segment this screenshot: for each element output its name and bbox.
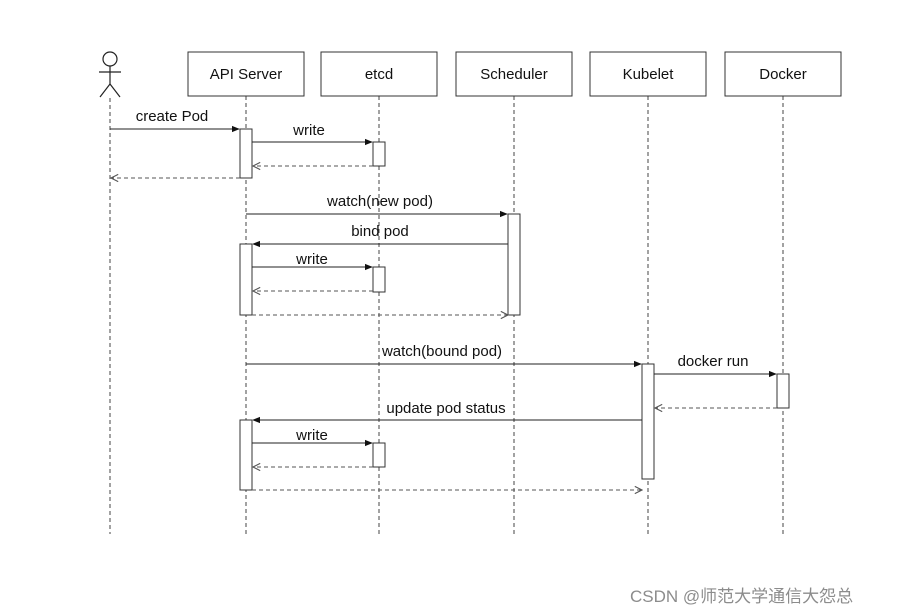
participant-label: API Server bbox=[210, 66, 283, 83]
activation-api-server-2 bbox=[239, 243, 253, 316]
message-label: watch(new pod) bbox=[326, 193, 433, 210]
participant-label: Docker bbox=[759, 66, 807, 83]
message-label: watch(bound pod) bbox=[381, 343, 502, 360]
participant-docker: Docker bbox=[724, 51, 842, 97]
message-label: update pod status bbox=[386, 400, 505, 417]
activation-scheduler bbox=[507, 213, 521, 316]
message-update-pod-status: update pod status bbox=[252, 400, 642, 424]
activation-etcd-1 bbox=[372, 141, 386, 167]
participant-kubelet: Kubelet bbox=[589, 51, 707, 97]
participant-label: Scheduler bbox=[480, 66, 548, 83]
activation-etcd-3 bbox=[372, 442, 386, 468]
message-watch-bound-pod: watch(bound pod) bbox=[246, 343, 642, 368]
participant-api-server: API Server bbox=[187, 51, 305, 97]
message-label: write bbox=[292, 122, 325, 139]
message-write-2: write bbox=[252, 251, 373, 271]
message-create-pod: create Pod bbox=[110, 108, 240, 133]
message-write-1: write bbox=[252, 122, 373, 146]
message-write-3: write bbox=[252, 427, 373, 447]
message-docker-run: docker run bbox=[654, 353, 777, 378]
message-watch-new-pod: watch(new pod) bbox=[246, 193, 508, 218]
message-label: write bbox=[295, 251, 328, 268]
participant-scheduler: Scheduler bbox=[455, 51, 573, 97]
user-actor-icon bbox=[99, 51, 121, 98]
activation-api-server-1 bbox=[239, 128, 253, 179]
participant-label: etcd bbox=[365, 66, 393, 83]
message-label: bind pod bbox=[351, 223, 409, 240]
message-label: create Pod bbox=[136, 108, 209, 125]
message-label: write bbox=[295, 427, 328, 444]
participant-etcd: etcd bbox=[320, 51, 438, 97]
activation-docker bbox=[776, 373, 790, 409]
watermark-text: CSDN @师范大学通信大怨总 bbox=[630, 587, 854, 606]
activation-api-server-3 bbox=[239, 419, 253, 491]
message-bind-pod: bind pod bbox=[252, 223, 508, 248]
message-label: docker run bbox=[678, 353, 749, 370]
participant-label: Kubelet bbox=[623, 66, 675, 83]
activation-kubelet bbox=[641, 363, 655, 480]
activation-etcd-2 bbox=[372, 266, 386, 293]
